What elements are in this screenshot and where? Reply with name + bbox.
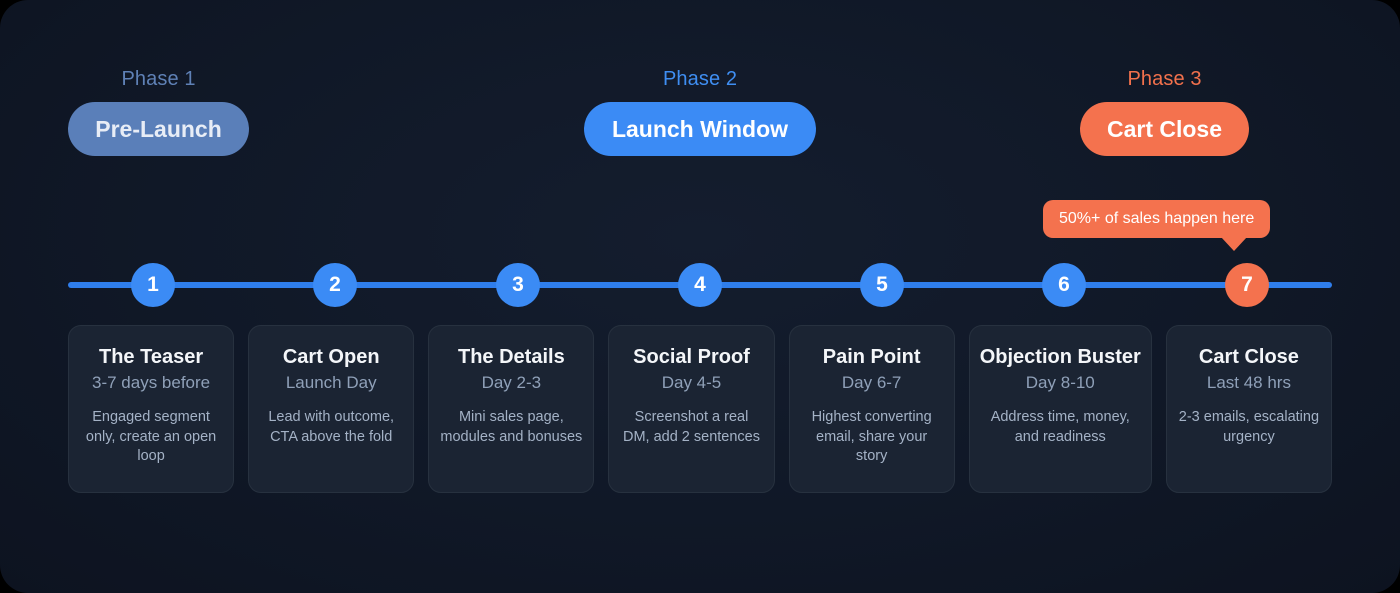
timeline-node-7[interactable]: 7 bbox=[1225, 263, 1269, 307]
phase-2-pill[interactable]: Launch Window bbox=[584, 102, 816, 156]
step-card-3[interactable]: The Details Day 2-3 Mini sales page, mod… bbox=[428, 325, 595, 493]
phase-1-group: Phase 1 Pre-Launch bbox=[68, 68, 249, 156]
phase-1-label: Phase 1 bbox=[121, 68, 196, 90]
step-card-subtitle: Day 2-3 bbox=[481, 373, 542, 393]
timeline-node-2[interactable]: 2 bbox=[313, 263, 357, 307]
step-card-description: Engaged segment only, create an open loo… bbox=[85, 409, 217, 465]
step-card-6[interactable]: Objection Buster Day 8-10 Address time, … bbox=[968, 325, 1152, 493]
step-card-subtitle: Day 8-10 bbox=[1025, 373, 1095, 393]
step-card-subtitle: 3-7 days before bbox=[92, 373, 211, 393]
step-card-title: Objection Buster bbox=[979, 346, 1141, 368]
step-card-title: Social Proof bbox=[633, 346, 750, 368]
timeline-node-6[interactable]: 6 bbox=[1042, 263, 1086, 307]
phase-3-label: Phase 3 bbox=[1127, 68, 1202, 90]
step-card-4[interactable]: Social Proof Day 4-5 Screenshot a real D… bbox=[608, 325, 775, 493]
step-card-subtitle: Day 6-7 bbox=[841, 373, 902, 393]
step-card-2[interactable]: Cart Open Launch Day Lead with outcome, … bbox=[248, 325, 415, 493]
step-card-description: Screenshot a real DM, add 2 sentences bbox=[622, 409, 760, 445]
step-card-description: Address time, money, and readiness bbox=[990, 409, 1130, 445]
step-card-description: 2-3 emails, escalating urgency bbox=[1178, 409, 1320, 445]
step-card-description: Lead with outcome, CTA above the fold bbox=[268, 409, 395, 445]
phase-2-label: Phase 2 bbox=[662, 68, 738, 90]
step-card-title: Pain Point bbox=[822, 346, 921, 368]
step-card-title: Cart Close bbox=[1198, 346, 1299, 368]
step-card-title: The Details bbox=[458, 346, 565, 368]
phase-2-group: Phase 2 Launch Window bbox=[584, 68, 816, 156]
step-card-1[interactable]: The Teaser 3-7 days before Engaged segme… bbox=[68, 325, 235, 493]
timeline-node-3[interactable]: 3 bbox=[496, 263, 540, 307]
sales-callout-text: 50%+ of sales happen here bbox=[1059, 210, 1255, 227]
phase-1-pill[interactable]: Pre-Launch bbox=[68, 102, 249, 156]
step-card-list: The Teaser 3-7 days before Engaged segme… bbox=[68, 325, 1332, 493]
timeline-node-1[interactable]: 1 bbox=[131, 263, 175, 307]
step-card-title: Cart Open bbox=[282, 346, 380, 368]
step-card-subtitle: Launch Day bbox=[285, 373, 377, 393]
step-card-description: Highest converting email, share your sto… bbox=[811, 409, 932, 465]
step-card-subtitle: Last 48 hrs bbox=[1206, 373, 1291, 393]
timeline-node-4[interactable]: 4 bbox=[678, 263, 722, 307]
sales-callout-bubble: 50%+ of sales happen here bbox=[1043, 200, 1271, 251]
step-card-description: Mini sales page, modules and bonuses bbox=[440, 409, 583, 445]
phase-3-pill[interactable]: Cart Close bbox=[1080, 102, 1249, 156]
step-card-subtitle: Day 4-5 bbox=[661, 373, 722, 393]
phase-3-group: Phase 3 Cart Close bbox=[1080, 68, 1249, 156]
step-card-7[interactable]: Cart Close Last 48 hrs 2-3 emails, escal… bbox=[1165, 325, 1332, 493]
step-card-title: The Teaser bbox=[99, 346, 204, 368]
timeline-node-5[interactable]: 5 bbox=[860, 263, 904, 307]
step-card-5[interactable]: Pain Point Day 6-7 Highest converting em… bbox=[788, 325, 955, 493]
